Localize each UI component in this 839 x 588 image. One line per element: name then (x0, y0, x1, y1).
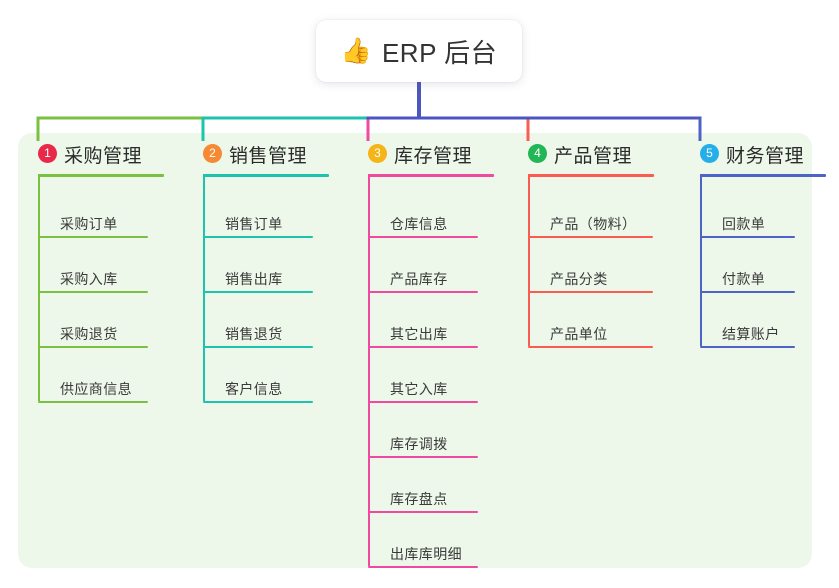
leaf-item[interactable]: 采购订单 (38, 214, 148, 238)
column-header-4[interactable]: 4 产品管理 (508, 141, 632, 167)
root-title: ERP 后台 (381, 37, 498, 68)
column-spine (38, 174, 40, 401)
column-badge-icon: 3 (368, 144, 387, 163)
column-badge-icon: 1 (38, 144, 57, 163)
leaf-label: 付款单 (722, 271, 766, 287)
leaf-label: 其它出库 (390, 326, 448, 342)
column-title: 财务管理 (726, 145, 805, 167)
diagram-panel (18, 133, 812, 568)
column-spine (528, 174, 530, 346)
column-title: 库存管理 (394, 145, 473, 167)
leaf-item[interactable]: 产品分类 (528, 269, 653, 293)
leaf-label: 采购入库 (60, 271, 118, 287)
column-header-3[interactable]: 3 库存管理 (348, 141, 472, 167)
leaf-underline (528, 291, 653, 293)
column-2: 2 销售管理销售订单销售出库销售退货客户信息 (183, 141, 329, 403)
leaf-label: 客户信息 (225, 381, 283, 397)
leaf-item[interactable]: 回款单 (700, 214, 795, 238)
leaf-label: 销售退货 (225, 326, 283, 342)
leaf-underline (368, 291, 478, 293)
leaf-label: 产品（物料） (550, 216, 637, 232)
leaf-label: 产品分类 (550, 271, 608, 287)
leaf-underline (38, 401, 148, 403)
leaf-item[interactable]: 产品单位 (528, 324, 653, 348)
leaf-underline (700, 236, 795, 238)
column-1: 1 采购管理采购订单采购入库采购退货供应商信息 (18, 141, 164, 403)
column-title: 采购管理 (64, 145, 143, 167)
leaf-item[interactable]: 付款单 (700, 269, 795, 293)
leaf-item[interactable]: 库存盘点 (368, 489, 478, 513)
column-title: 产品管理 (554, 145, 633, 167)
leaf-label: 其它入库 (390, 381, 448, 397)
leaf-underline (38, 236, 148, 238)
column-spine (368, 174, 370, 566)
leaf-label: 仓库信息 (390, 216, 448, 232)
leaf-item[interactable]: 其它入库 (368, 379, 478, 403)
leaf-label: 产品单位 (550, 326, 608, 342)
leaf-underline (368, 456, 478, 458)
column-underline (700, 174, 826, 177)
leaf-underline (203, 401, 313, 403)
column-underline (38, 174, 164, 177)
leaf-underline (368, 236, 478, 238)
leaf-label: 产品库存 (390, 271, 448, 287)
leaf-underline (368, 511, 478, 513)
leaf-item[interactable]: 销售订单 (203, 214, 313, 238)
column-header-2[interactable]: 2 销售管理 (183, 141, 307, 167)
column-header-5[interactable]: 5 财务管理 (680, 141, 804, 167)
leaf-label: 库存盘点 (390, 491, 448, 507)
column-underline (368, 174, 494, 177)
column-underline (203, 174, 329, 177)
leaf-label: 出库库明细 (390, 546, 462, 562)
column-4: 4 产品管理产品（物料） 产品分类产品单位 (508, 141, 654, 348)
leaf-item[interactable]: 客户信息 (203, 379, 313, 403)
column-underline (528, 174, 654, 177)
leaf-item[interactable]: 采购入库 (38, 269, 148, 293)
leaf-label: 供应商信息 (60, 381, 132, 397)
leaf-item[interactable]: 产品（物料） (528, 214, 653, 238)
leaf-underline (368, 566, 478, 568)
thumbs-up-icon: 👍 (340, 36, 372, 65)
column-spine (700, 174, 702, 346)
leaf-item[interactable]: 销售退货 (203, 324, 313, 348)
column-3: 3 库存管理仓库信息产品库存其它出库其它入库库存调拨库存盘点出库库明细 (348, 141, 494, 568)
leaf-underline (368, 346, 478, 348)
root-node[interactable]: 👍 ERP 后台 (316, 20, 522, 82)
leaf-underline (368, 401, 478, 403)
column-5: 5 财务管理回款单付款单结算账户 (680, 141, 826, 348)
leaf-label: 结算账户 (722, 326, 780, 342)
leaf-underline (700, 346, 795, 348)
column-title: 销售管理 (229, 145, 308, 167)
column-badge-icon: 2 (203, 144, 222, 163)
column-spine (203, 174, 205, 401)
column-badge-icon: 5 (700, 144, 719, 163)
leaf-item[interactable]: 产品库存 (368, 269, 478, 293)
leaf-item[interactable]: 其它出库 (368, 324, 478, 348)
leaf-underline (38, 291, 148, 293)
leaf-item[interactable]: 出库库明细 (368, 544, 478, 568)
leaf-item[interactable]: 采购退货 (38, 324, 148, 348)
leaf-underline (528, 346, 653, 348)
leaf-label: 回款单 (722, 216, 766, 232)
leaf-label: 采购退货 (60, 326, 118, 342)
column-badge-icon: 4 (528, 144, 547, 163)
leaf-label: 销售出库 (225, 271, 283, 287)
leaf-item[interactable]: 库存调拨 (368, 434, 478, 458)
leaf-item[interactable]: 仓库信息 (368, 214, 478, 238)
leaf-label: 采购订单 (60, 216, 118, 232)
leaf-label: 库存调拨 (390, 436, 448, 452)
leaf-underline (700, 291, 795, 293)
leaf-item[interactable]: 结算账户 (700, 324, 795, 348)
column-header-1[interactable]: 1 采购管理 (18, 141, 142, 167)
leaf-underline (203, 346, 313, 348)
leaf-underline (203, 291, 313, 293)
leaf-item[interactable]: 供应商信息 (38, 379, 148, 403)
leaf-underline (528, 236, 653, 238)
leaf-label: 销售订单 (225, 216, 283, 232)
leaf-underline (38, 346, 148, 348)
leaf-underline (203, 236, 313, 238)
leaf-item[interactable]: 销售出库 (203, 269, 313, 293)
